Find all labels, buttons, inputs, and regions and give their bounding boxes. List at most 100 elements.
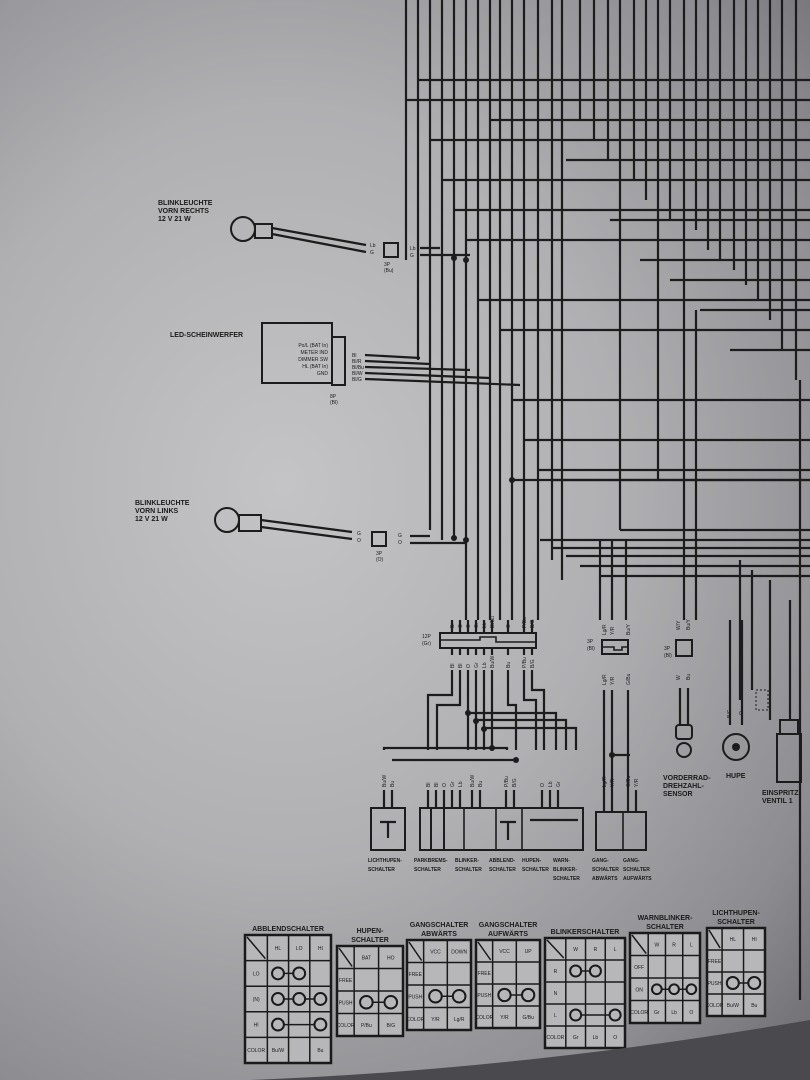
column-header: L: [690, 942, 693, 948]
contact-circle: [271, 1017, 285, 1032]
svg-text:G: G: [370, 250, 374, 256]
contact-circle: [451, 988, 467, 1004]
color-label: COLOR: [247, 1048, 265, 1054]
column-header: BAT: [362, 955, 371, 961]
wire-color: Bu/W: [727, 1003, 740, 1009]
column-header: HL: [275, 946, 282, 952]
row-label: LO: [253, 971, 260, 977]
switch-label: ABWÄRTS: [592, 875, 618, 882]
table-title: LICHTHUPEN-: [712, 910, 760, 917]
wire-color: Lg/R: [454, 1017, 465, 1023]
wire-label: Bl: [434, 783, 440, 787]
pin-label: HL (BAT In): [302, 364, 328, 370]
svg-text:O: O: [398, 540, 402, 546]
wire-label: Bu/W: [490, 655, 496, 668]
svg-text:3P: 3P: [587, 639, 594, 645]
wire-label: Gr: [474, 662, 480, 668]
contact-circle: [569, 1008, 583, 1022]
row-label: FREE: [409, 972, 423, 978]
wire-label: G/Bu: [626, 775, 632, 787]
table-title: HUPEN-: [357, 928, 385, 935]
row-label: L: [554, 1013, 557, 1019]
switch-label: SCHALTER: [522, 867, 549, 873]
injector: EINSPRITZ- VENTIL 1: [755, 689, 802, 805]
wire-color: B/G: [386, 1023, 395, 1029]
svg-text:3P: 3P: [376, 551, 383, 557]
switch-label: AUFWÄRTS: [623, 875, 652, 882]
wire-label: O: [466, 664, 472, 668]
svg-text:(Bl): (Bl): [330, 400, 338, 406]
wire-color: P/Bu: [361, 1023, 372, 1029]
pin-label: METER IND: [301, 350, 329, 356]
blinker-front-right: BLINKLEUCHTE VORN RECHTS 12 V 21 W Lb G …: [158, 200, 470, 274]
wire-label: Bl: [458, 664, 464, 668]
svg-text:G: G: [357, 531, 361, 537]
wire-label: Bu: [390, 781, 396, 787]
wire-label: Bu/W: [382, 774, 388, 787]
wire-label: Y/R: [634, 778, 640, 787]
table-title: WARNBLINKER-: [638, 915, 693, 922]
row-label: OFF: [634, 965, 644, 971]
column-header: VCC: [430, 949, 441, 955]
wire-label: P/Bu: [504, 776, 510, 787]
svg-text:VORDERRAD-: VORDERRAD-: [663, 775, 711, 782]
switch-label: SCHALTER: [623, 867, 650, 873]
svg-text:(Bl): (Bl): [587, 646, 595, 652]
row-label: (N): [253, 997, 260, 1003]
switch-label: SCHALTER: [368, 867, 395, 873]
svg-text:3P: 3P: [384, 262, 391, 268]
contact-circle: [650, 983, 663, 996]
row-label: PUSH: [408, 994, 422, 1000]
table-title: SCHALTER: [351, 937, 389, 944]
contact-circle: [608, 1008, 622, 1022]
wire-label: Lb: [458, 781, 464, 787]
contact-circle: [725, 975, 740, 991]
svg-text:VENTIL 1: VENTIL 1: [762, 798, 793, 805]
svg-text:VORN RECHTS: VORN RECHTS: [158, 208, 209, 215]
contact-circle: [569, 964, 583, 978]
wire-color: G/Bu: [522, 1015, 534, 1021]
svg-text:Bu/Y: Bu/Y: [686, 618, 692, 630]
svg-text:8P: 8P: [330, 394, 337, 400]
wire-color: Y/R: [500, 1015, 509, 1021]
switch-label: LICHTHUPEN-: [368, 858, 402, 864]
wire-label: Gr: [556, 781, 562, 787]
column-header: HL: [730, 937, 737, 943]
column-header: HI: [752, 937, 757, 943]
wire-color: Y/R: [431, 1017, 440, 1023]
svg-text:(Bu): (Bu): [384, 268, 394, 274]
wire-color: Bu/W: [272, 1048, 285, 1054]
column-header: L: [614, 947, 617, 953]
wire-label: Bl: [450, 664, 456, 668]
contact-circle: [747, 975, 762, 991]
svg-text:12P: 12P: [422, 634, 432, 640]
table-title: ABBLENDSCHALTER: [252, 926, 324, 933]
color-label: COLOR: [337, 1023, 355, 1029]
color-label: COLOR: [547, 1035, 565, 1041]
row-label: FREE: [339, 978, 353, 984]
row-label: HI: [254, 1023, 259, 1029]
wire-color: Bu: [317, 1048, 323, 1054]
wire-label: Lg/R: [602, 624, 608, 635]
switch-label: BLINKER-: [455, 858, 479, 864]
contact-circle: [313, 1017, 328, 1032]
wire-label: G/Bu: [626, 673, 632, 685]
contact-circle: [685, 983, 698, 996]
wire-label: Y/R: [610, 626, 616, 635]
svg-text:O: O: [739, 711, 745, 715]
horn: B/G O HUPE: [722, 620, 750, 780]
wire-label: Bu/W: [470, 774, 476, 787]
switch-label: GANG-: [592, 858, 609, 864]
wire-label: O: [442, 783, 448, 787]
contact-circle: [668, 983, 680, 996]
svg-text:HUPE: HUPE: [726, 773, 746, 780]
svg-text:12 V 21 W: 12 V 21 W: [135, 516, 168, 523]
